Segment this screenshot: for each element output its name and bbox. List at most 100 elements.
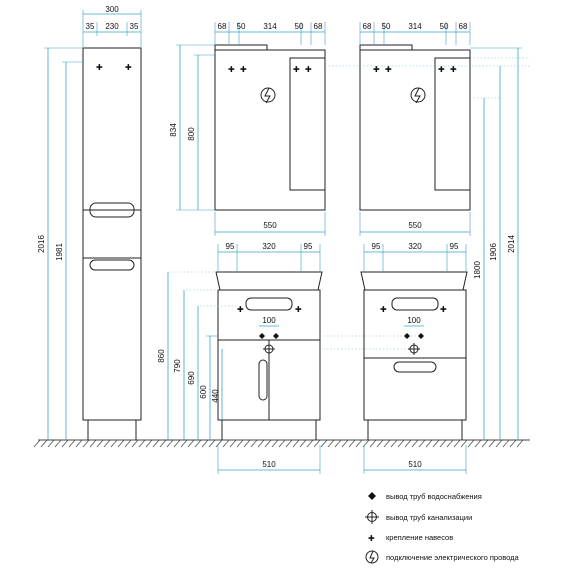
mirror-part: 50 <box>440 22 449 31</box>
floor-hatch-line <box>33 439 41 448</box>
vanity-left-dimensions: 95 320 95 100 860 790 690 600 440 510 <box>157 242 420 474</box>
floor-hatch-line <box>509 439 517 448</box>
floor-hatch-line <box>488 439 496 448</box>
floor <box>33 439 530 448</box>
sewer-outlet-icon <box>365 510 379 524</box>
floor-hatch-line <box>341 439 349 448</box>
vanity-height: 860 <box>157 349 166 363</box>
floor-hatch-line <box>236 439 244 448</box>
mirror-left-dimensions: 68 50 314 50 68 834 800 550 <box>169 22 326 236</box>
hinge-mount-icon: ✚ <box>373 65 380 74</box>
floor-hatch-line <box>383 439 391 448</box>
floor-hatch-line <box>180 439 188 448</box>
hinge-mount-icon: ✚ <box>295 305 302 314</box>
floor-hatch-line <box>89 439 97 448</box>
floor-hatch-line <box>152 439 160 448</box>
floor-hatch-line <box>299 439 307 448</box>
hinge-mount-icon: ✚ <box>450 65 457 74</box>
floor-hatch-line <box>292 439 300 448</box>
column-part: 35 <box>130 22 139 31</box>
floor-hatch-line <box>481 439 489 448</box>
floor-hatch-line <box>285 439 293 448</box>
floor-hatch-line <box>145 439 153 448</box>
sewer-outlet-icon <box>408 343 420 355</box>
legend-label: крепление навесов <box>386 533 453 542</box>
vanity-part: 95 <box>304 242 313 251</box>
floor-hatch-line <box>432 439 440 448</box>
mirror-part: 314 <box>263 22 277 31</box>
floor-hatch-line <box>453 439 461 448</box>
floor-hatch-line <box>68 439 76 448</box>
vanity-height: 790 <box>173 359 182 373</box>
floor-hatch-line <box>124 439 132 448</box>
floor-hatch-line <box>229 439 237 448</box>
column-width: 300 <box>105 5 119 14</box>
floor-hatch-line <box>516 439 524 448</box>
floor-hatch-line <box>474 439 482 448</box>
floor-hatch-line <box>278 439 286 448</box>
floor-hatch-line <box>334 439 342 448</box>
legend: вывод труб водоснабжения вывод труб кана… <box>365 492 520 564</box>
legend-label: вывод труб канализации <box>386 513 472 522</box>
electric-connection-icon <box>260 87 276 104</box>
floor-hatch-line <box>243 439 251 448</box>
column-height: 1981 <box>55 243 64 261</box>
mirror-height: 834 <box>169 123 178 137</box>
floor-hatch-line <box>425 439 433 448</box>
floor-hatch-line <box>411 439 419 448</box>
floor-hatch-line <box>117 439 125 448</box>
hinge-mount-icon: ✚ <box>305 65 312 74</box>
floor-hatch-line <box>82 439 90 448</box>
mirror-part: 314 <box>408 22 422 31</box>
mirror-cabinet-right: ✚ ✚ ✚ ✚ <box>359 44 471 211</box>
vanity-left: ✚ ✚ <box>215 271 323 440</box>
floor-hatch-line <box>131 439 139 448</box>
pipe-spacing: 100 <box>262 316 276 325</box>
floor-hatch-line <box>404 439 412 448</box>
vanity-height: 690 <box>187 371 196 385</box>
column-part: 35 <box>86 22 95 31</box>
mirror-height: 800 <box>187 127 196 141</box>
floor-hatch-line <box>264 439 272 448</box>
floor-hatch-line <box>348 439 356 448</box>
floor-hatch-line <box>215 439 223 448</box>
hinge-mount-icon: ✚ <box>125 63 132 72</box>
floor-hatch-line <box>502 439 510 448</box>
floor-hatch-line <box>187 439 195 448</box>
floor-hatch-line <box>313 439 321 448</box>
floor-hatch-line <box>75 439 83 448</box>
floor-hatch-line <box>250 439 258 448</box>
floor-hatch-line <box>194 439 202 448</box>
mirror-mount-height: 1906 <box>489 243 498 261</box>
legend-label: подключение электрического провода <box>386 553 520 562</box>
floor-hatch-line <box>159 439 167 448</box>
column-cabinet: ✚ ✚ <box>82 47 142 440</box>
column-dimensions: 300 35 230 35 2016 1981 <box>37 5 142 440</box>
floor-hatch-line <box>397 439 405 448</box>
vanity-right: ✚ ✚ <box>360 271 468 440</box>
mirror-right-dimensions: 68 50 314 50 68 550 1800 1906 2014 <box>325 22 530 440</box>
water-supply-icon <box>259 333 265 339</box>
floor-hatch-line <box>47 439 55 448</box>
floor-hatch-line <box>327 439 335 448</box>
vanity-part: 320 <box>408 242 422 251</box>
floor-hatch-line <box>138 439 146 448</box>
vanity-height: 600 <box>199 385 208 399</box>
floor-hatch-line <box>439 439 447 448</box>
floor-hatch-line <box>173 439 181 448</box>
mirror-mount-height: 1800 <box>473 261 482 279</box>
floor-hatch-line <box>495 439 503 448</box>
hinge-mount-icon: ✚ <box>293 65 300 74</box>
mirror-part: 50 <box>382 22 391 31</box>
hinge-mount-icon: ✚ <box>228 65 235 74</box>
floor-hatch-line <box>271 439 279 448</box>
mirror-width: 550 <box>408 221 422 230</box>
floor-hatch-line <box>201 439 209 448</box>
hinge-mount-icon: ✚ <box>368 534 375 543</box>
hinge-mount-icon: ✚ <box>237 305 244 314</box>
column-part: 230 <box>105 22 119 31</box>
vanity-part: 95 <box>450 242 459 251</box>
electric-connection-icon <box>410 87 426 104</box>
legend-label: вывод труб водоснабжения <box>386 492 482 501</box>
